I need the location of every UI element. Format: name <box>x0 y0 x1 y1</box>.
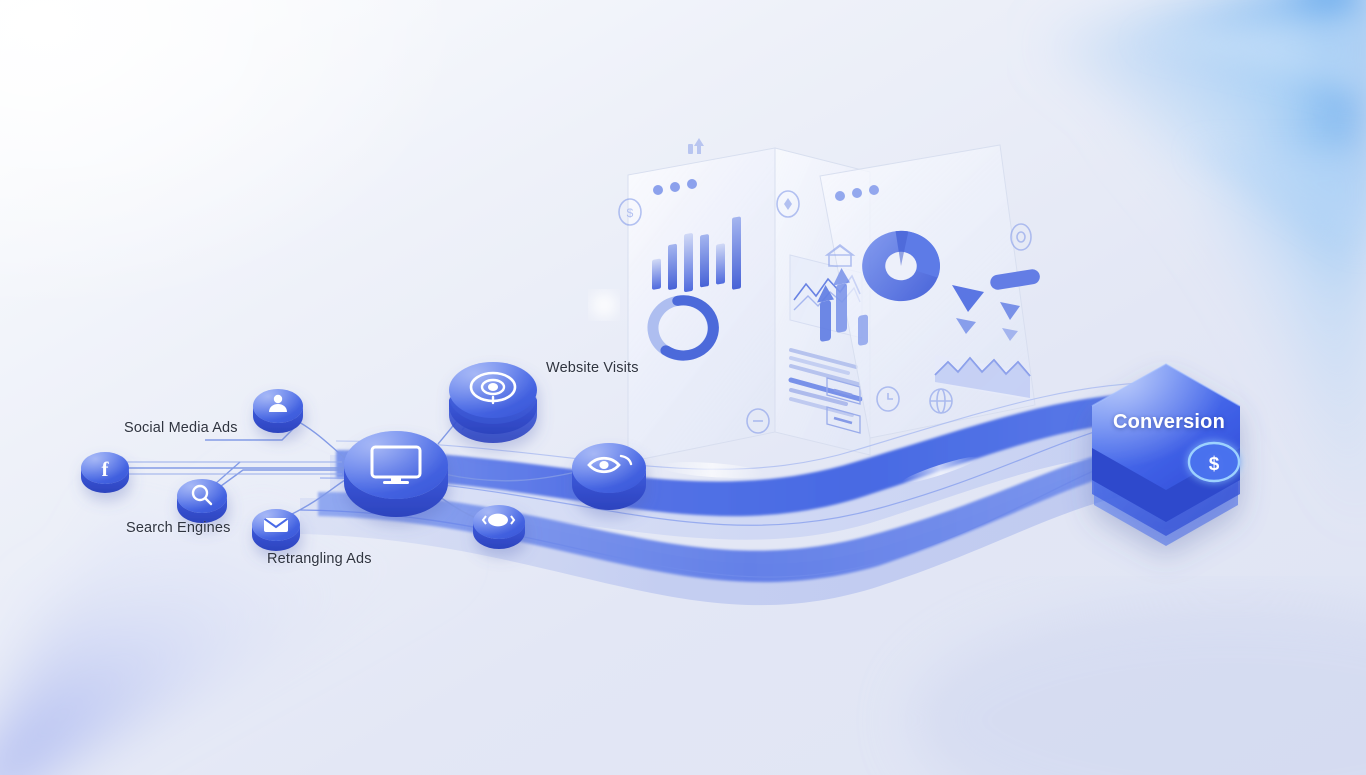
magnifier-icon <box>191 484 213 506</box>
dollar-badge[interactable]: $ <box>1187 441 1241 483</box>
monitor-hub-node[interactable] <box>344 431 448 517</box>
connector-email <box>291 477 349 515</box>
hex-rim-light <box>1091 363 1241 407</box>
connector-search-label <box>214 461 241 485</box>
window-dots-right <box>835 185 879 201</box>
funnel-triangles-right <box>952 285 1020 341</box>
pill-bar-right <box>990 269 1040 290</box>
label-search-engines: Search Engines <box>126 520 231 536</box>
eye-icon <box>587 454 633 474</box>
dashboard-panel-right <box>817 144 1040 439</box>
card-blocks-left <box>826 377 861 434</box>
top-right-ray-streaks <box>1135 10 1366 250</box>
social-node[interactable] <box>253 389 303 433</box>
bar-up-icon <box>688 138 704 154</box>
label-website-visits: Website Visits <box>546 360 639 376</box>
bar-chart-left <box>652 216 741 293</box>
ribbon-strand-3 <box>335 381 1177 470</box>
svg-text:$: $ <box>627 206 634 220</box>
lens-flare-dot <box>591 292 617 318</box>
label-retrangling-ads: Retrangling Ads <box>267 551 372 567</box>
facebook-node[interactable]: f <box>81 452 129 493</box>
donut-chart-left <box>647 295 719 361</box>
label-conversion: Conversion <box>1113 411 1226 433</box>
home-icon <box>824 243 856 267</box>
connector-hub-eye <box>443 471 577 482</box>
email-node[interactable] <box>252 509 300 551</box>
small-eye-node[interactable] <box>473 505 525 549</box>
svg-text:f: f <box>102 457 110 481</box>
facebook-icon: f <box>102 457 110 481</box>
label-social-media-ads: Social Media Ads <box>124 420 238 436</box>
connector-search <box>220 469 344 487</box>
ribbon-strand-2 <box>319 413 1187 526</box>
eye-small-icon <box>481 513 516 527</box>
bottom-left-light-rays <box>0 470 470 775</box>
bottom-right-haze <box>910 600 1366 775</box>
person-icon <box>269 394 287 412</box>
target-node[interactable] <box>449 362 537 443</box>
pie-chart-right <box>862 230 940 302</box>
conversion-hexagon[interactable]: $ <box>1091 363 1241 546</box>
coin-icon: $ <box>618 198 642 226</box>
dollar-icon: $ <box>1209 454 1220 475</box>
text-lines-left <box>788 348 863 417</box>
clock-icon <box>876 386 900 412</box>
search-node[interactable] <box>177 479 227 523</box>
envelope-icon <box>263 517 289 532</box>
tag-icon <box>746 408 770 434</box>
arrow-bars-right <box>817 268 868 346</box>
ribbon-main-upper <box>336 392 1178 517</box>
window-dots-left <box>653 179 697 195</box>
globe-icon <box>929 388 953 414</box>
rocket-icon <box>776 190 800 218</box>
floating-icons: $ <box>618 138 1032 434</box>
badge-icon <box>1010 223 1032 251</box>
eye-node[interactable] <box>572 443 646 510</box>
area-chart-right <box>934 355 1031 400</box>
ribbon-shine <box>660 456 979 484</box>
monitor-icon <box>370 445 422 484</box>
target-icon <box>469 371 517 405</box>
